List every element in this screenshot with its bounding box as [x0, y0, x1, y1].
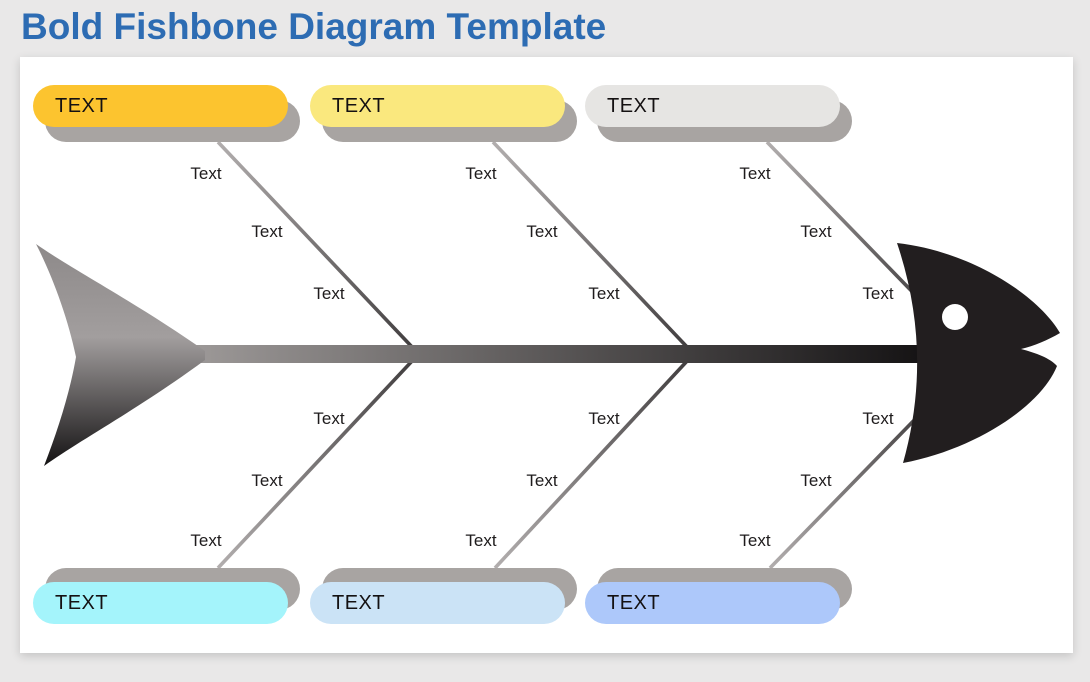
cause-label[interactable]: Text: [739, 531, 771, 550]
category-pill-top-2[interactable]: TEXT: [310, 85, 565, 127]
category-pill-label[interactable]: TEXT: [332, 591, 386, 614]
cause-label[interactable]: Text: [313, 409, 345, 428]
cause-label[interactable]: Text: [251, 471, 283, 490]
category-pill-label[interactable]: TEXT: [332, 94, 386, 117]
cause-label[interactable]: Text: [588, 409, 620, 428]
cause-label[interactable]: Text: [465, 164, 497, 183]
cause-label[interactable]: Text: [800, 471, 832, 490]
cause-label[interactable]: Text: [862, 284, 894, 303]
category-pill-label[interactable]: TEXT: [607, 591, 661, 614]
cause-label[interactable]: Text: [190, 531, 222, 550]
category-pill-bottom-2[interactable]: TEXT: [310, 582, 565, 624]
category-pill-top-3[interactable]: TEXT: [585, 85, 840, 127]
diagram-canvas: [20, 57, 1073, 653]
cause-label[interactable]: Text: [800, 222, 832, 241]
category-pill-label[interactable]: TEXT: [55, 591, 109, 614]
cause-label[interactable]: Text: [588, 284, 620, 303]
cause-label[interactable]: Text: [190, 164, 222, 183]
cause-label[interactable]: Text: [526, 222, 558, 241]
cause-label[interactable]: Text: [465, 531, 497, 550]
page-title: Bold Fishbone Diagram Template: [21, 6, 607, 47]
category-pill-top-1[interactable]: TEXT: [33, 85, 288, 127]
cause-label[interactable]: Text: [251, 222, 283, 241]
cause-label[interactable]: Text: [862, 409, 894, 428]
cause-label[interactable]: Text: [313, 284, 345, 303]
cause-label[interactable]: Text: [739, 164, 771, 183]
category-pill-label[interactable]: TEXT: [55, 94, 109, 117]
category-pill-bottom-1[interactable]: TEXT: [33, 582, 288, 624]
cause-label[interactable]: Text: [526, 471, 558, 490]
category-pill-bottom-3[interactable]: TEXT: [585, 582, 840, 624]
category-pill-label[interactable]: TEXT: [607, 94, 661, 117]
